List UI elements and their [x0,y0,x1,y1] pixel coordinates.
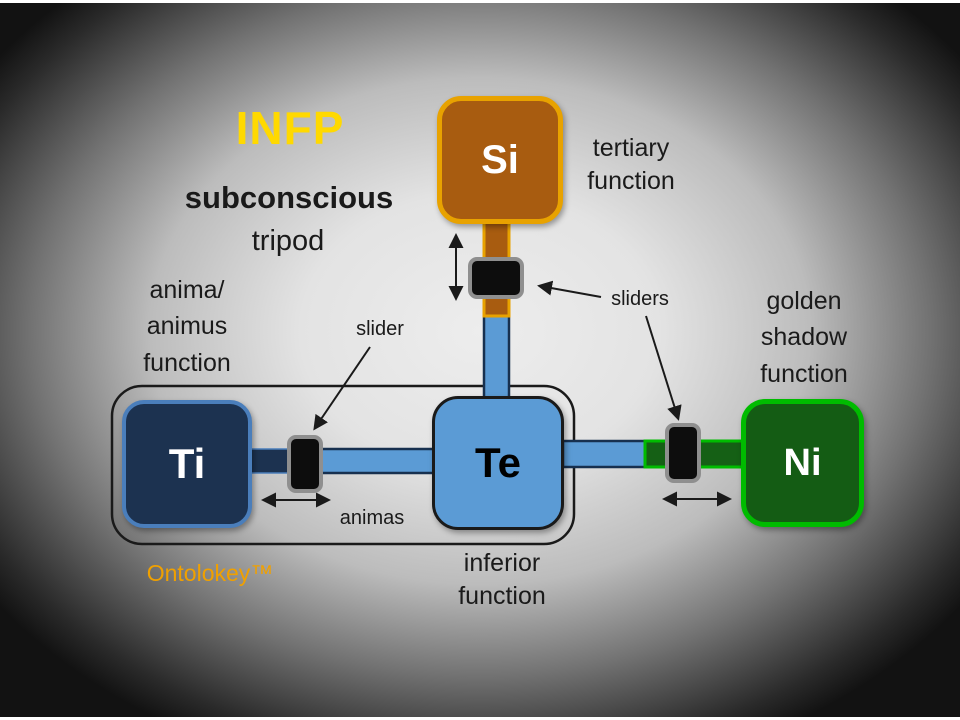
te-box: Te [432,396,564,530]
inferior-function-label: inferior function [458,549,546,610]
type-title: INFP [235,102,345,154]
te-ni-slider-knob [665,423,701,483]
brand-watermark: Ontolokey™ [146,560,274,586]
sliders-annotation: sliders [611,288,669,310]
sliders-pointer-arrow-ni [645,315,682,421]
ni-box: Ni [741,399,864,527]
slider-pointer-arrow [313,346,371,431]
animas-annotation: animas [339,507,405,529]
sliders-pointer-arrow-si [537,280,602,298]
te-ni-connector-blue-segment [561,439,657,469]
slider-annotation: slider [356,318,404,340]
si-box: Si [437,96,563,224]
si-te-connector-blue-segment [482,304,511,402]
subtitle-subconscious: subconscious [184,180,394,215]
ti-box-label: Ti [168,440,206,487]
golden-shadow-function-label: golden shadow function [760,287,848,388]
ti-te-slider-knob [287,435,323,493]
slide-top-edge [0,0,960,3]
subtitle-tripod: tripod [251,225,325,257]
si-box-label: Si [481,137,519,182]
te-box-label: Te [475,439,521,486]
tertiary-function-label: tertiary function [587,134,675,195]
anima-animus-function-label: anima/ animus function [143,276,231,377]
si-te-slider-knob [468,257,524,299]
ni-box-label: Ni [783,441,822,484]
ti-box: Ti [122,400,252,528]
slide-bottom-edge [0,717,960,720]
ti-te-connector-blue-segment [302,447,438,475]
